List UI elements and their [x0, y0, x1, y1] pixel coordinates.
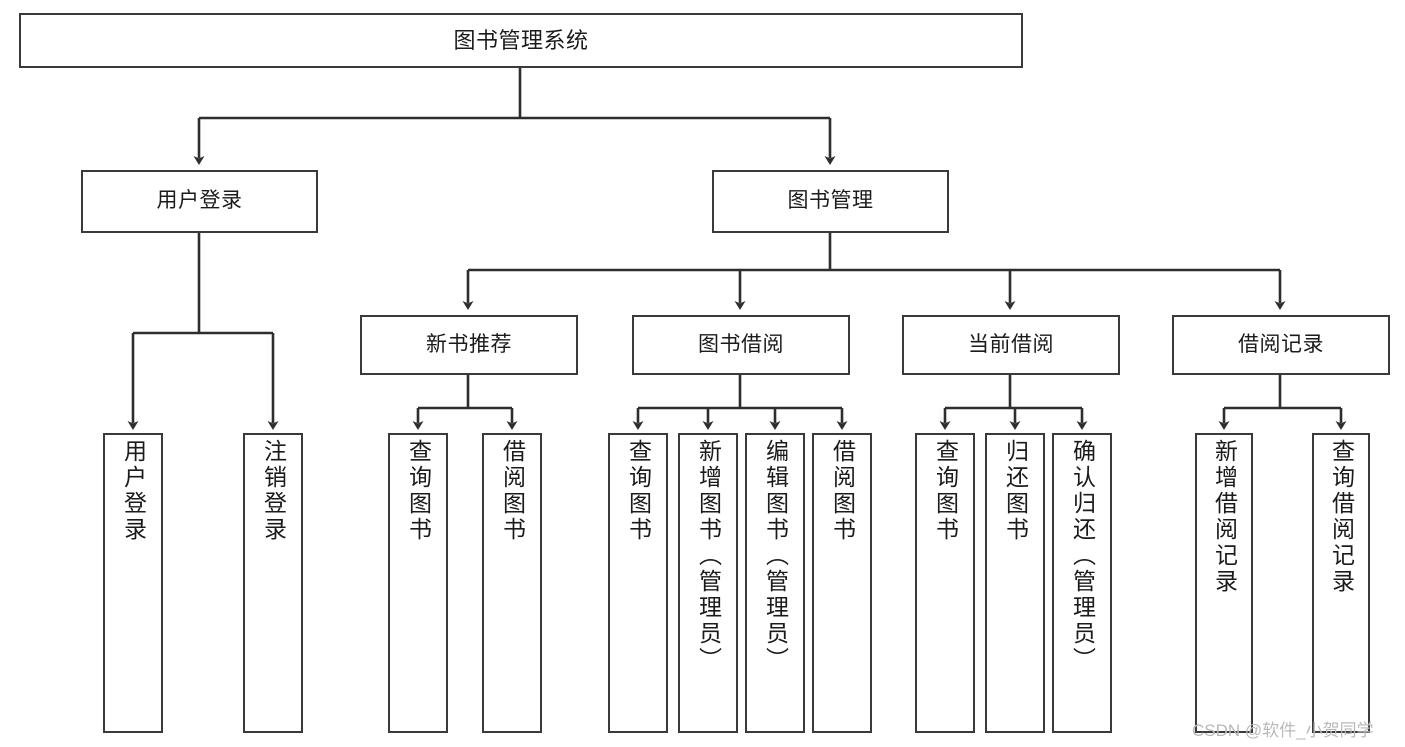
- node-book-borrow[interactable]: 图书借阅: [632, 315, 850, 375]
- node-label: 归还图书: [1002, 439, 1029, 543]
- node-label: 图书管理: [787, 189, 874, 213]
- node-root-system[interactable]: 图书管理系统: [19, 13, 1023, 68]
- node-user-login[interactable]: 用户登录: [81, 170, 318, 233]
- node-label: 查询图书: [625, 439, 652, 543]
- csdn-watermark: CSDN @软件_小贺同学: [1192, 721, 1374, 740]
- node-label: 用户登录: [156, 189, 243, 213]
- node-label: 查询图书: [932, 439, 959, 543]
- node-new-book-recommend[interactable]: 新书推荐: [360, 315, 578, 375]
- node-label: 用户登录: [120, 439, 147, 543]
- node-label: 查询借阅记录: [1328, 439, 1355, 595]
- node-label: 新增图书（管理员）: [695, 439, 722, 673]
- node-label: 编辑图书（管理员）: [762, 439, 789, 673]
- node-label: 查询图书: [405, 439, 432, 543]
- leaf-add-book-admin[interactable]: 新增图书（管理员）: [678, 433, 738, 733]
- node-label: 图书借阅: [698, 332, 784, 356]
- node-book-management[interactable]: 图书管理: [712, 170, 949, 233]
- node-label: 注销登录: [260, 439, 287, 543]
- leaf-edit-book-admin[interactable]: 编辑图书（管理员）: [745, 433, 805, 733]
- node-label: 图书管理系统: [453, 27, 589, 53]
- leaf-borrow-books[interactable]: 借阅图书: [812, 433, 872, 733]
- node-label: 借阅图书: [499, 439, 526, 543]
- leaf-confirm-return-admin[interactable]: 确认归还（管理员）: [1052, 433, 1112, 733]
- node-label: 新书推荐: [426, 332, 512, 356]
- node-label: 当前借阅: [968, 332, 1054, 356]
- leaf-user-login[interactable]: 用户登录: [103, 433, 163, 733]
- leaf-query-books-borrow[interactable]: 查询图书: [608, 433, 668, 733]
- leaf-query-books-current[interactable]: 查询图书: [915, 433, 975, 733]
- leaf-return-books[interactable]: 归还图书: [985, 433, 1045, 733]
- leaf-borrow-books-recommend[interactable]: 借阅图书: [482, 433, 542, 733]
- node-label: 借阅图书: [829, 439, 856, 543]
- leaf-logout-login[interactable]: 注销登录: [243, 433, 303, 733]
- node-borrow-record[interactable]: 借阅记录: [1172, 315, 1390, 375]
- node-label: 借阅记录: [1238, 332, 1324, 356]
- leaf-query-borrow-record[interactable]: 查询借阅记录: [1312, 433, 1370, 733]
- node-current-borrow[interactable]: 当前借阅: [902, 315, 1120, 375]
- node-label: 确认归还（管理员）: [1069, 439, 1096, 673]
- node-label: 新增借阅记录: [1211, 439, 1238, 595]
- leaf-query-books-recommend[interactable]: 查询图书: [388, 433, 448, 733]
- leaf-add-borrow-record[interactable]: 新增借阅记录: [1195, 433, 1253, 733]
